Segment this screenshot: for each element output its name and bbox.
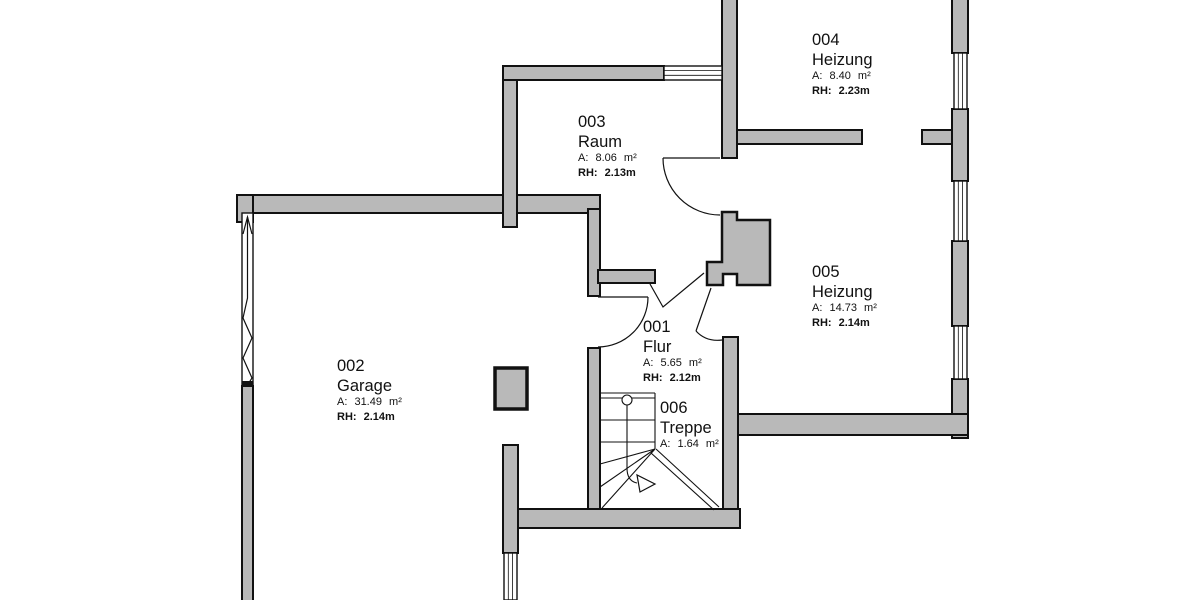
stair-walkline-start [621,394,633,406]
room-001-name: Flur [643,338,672,356]
wall-004-005-right-segment [921,129,954,145]
room-label-003-raum: 003 Raum A: 8.06 m² RH: 2.13m [578,113,637,179]
doors [597,157,723,348]
room-label-005-heizung: 005 Heizung A: 14.73 m² RH: 2.14m [812,263,877,329]
room-001-height: RH: 2.12m [643,372,701,384]
wall-garage-niche-left [502,444,519,554]
room-006-name: Treppe [660,419,712,437]
room-label-006-treppe: 006 Treppe A: 1.64 m² [660,399,719,450]
door-flur-to-room005 [695,287,723,341]
room-004-area: A: 8.40 m² [812,70,871,82]
room-005-height: RH: 2.14m [812,317,870,329]
windows [503,52,968,600]
room-004-name: Heizung [812,51,873,69]
room-001-area: A: 5.65 m² [643,357,702,369]
room-003-name: Raum [578,133,622,151]
room-002-name: Garage [337,377,392,395]
wall-stair-bottom [502,508,741,529]
room-006-area: A: 1.64 m² [660,438,719,450]
window-right-lower [953,325,968,380]
room-005-name: Heizung [812,283,873,301]
window-right-middle [953,180,968,242]
wall-left-exterior-lower [241,385,254,600]
window-bottom-left [503,552,518,600]
wall-room005-bottom [722,413,969,436]
room-003-number: 003 [578,113,606,131]
room-003-area: A: 8.06 m² [578,152,637,164]
wall-room003-top [502,65,665,81]
wall-right-exterior-b [951,108,969,182]
door-room003-to-004 [662,157,721,216]
room-label-002-garage: 002 Garage A: 31.49 m² RH: 2.14m [337,357,402,423]
room-002-number: 002 [337,357,365,375]
wall-right-exterior-a [951,0,969,54]
window-top-room003 [663,65,723,81]
wall-stair-left [587,347,601,510]
door-garage-to-flur [597,296,649,348]
wall-garage-top [236,194,601,214]
window-right-upper [953,52,968,110]
door-flur-to-room003 [649,272,705,308]
room-003-height: RH: 2.13m [578,167,636,179]
room-label-004-heizung: 004 Heizung A: 8.40 m² RH: 2.23m [812,31,873,97]
room-001-number: 001 [643,318,671,336]
garage-door [241,212,254,387]
wall-stair-right [722,336,739,528]
wall-right-exterior-c [951,240,969,327]
room-label-001-flur: 001 Flur A: 5.65 m² RH: 2.12m [643,318,702,384]
room-005-area: A: 14.73 m² [812,302,877,314]
wall-004-005-left-segment [736,129,863,145]
walls [236,0,969,600]
room-005-number: 005 [812,263,840,281]
staircase [599,392,720,511]
wall-flur-stub [597,269,656,284]
wall-room004-left [721,0,738,159]
garage-door-jamb [242,381,253,386]
room-004-number: 004 [812,31,840,49]
wall-room003-left [502,65,518,228]
room-002-height: RH: 2.14m [337,411,395,423]
room-labels: 001 Flur A: 5.65 m² RH: 2.12m 002 Garage… [337,31,877,450]
stair-direction-arrow [636,473,657,493]
pillar [493,366,529,411]
room-002-area: A: 31.49 m² [337,396,402,408]
room-006-number: 006 [660,399,688,417]
chimney-block [705,210,772,287]
room-004-height: RH: 2.23m [812,85,870,97]
